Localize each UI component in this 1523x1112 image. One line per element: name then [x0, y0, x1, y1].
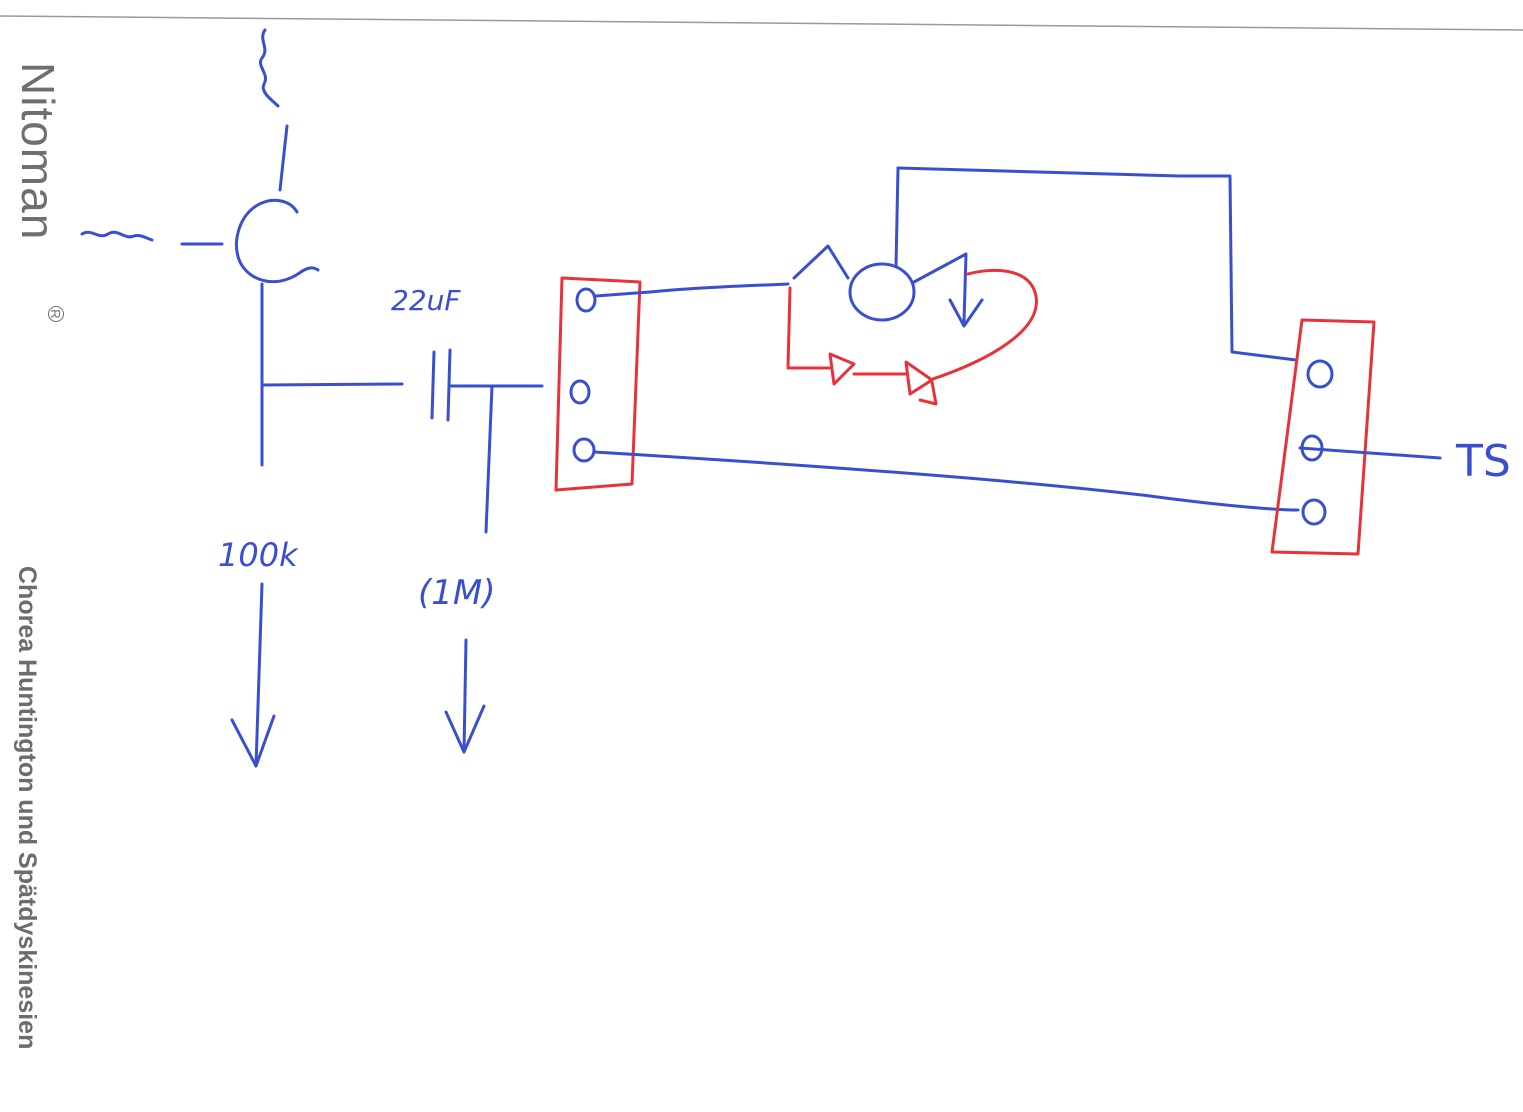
switch-tail — [918, 380, 938, 406]
pot-arrow-down-icon — [948, 298, 984, 328]
switch-loop-wire — [928, 268, 1038, 382]
capacitor-plate-left — [430, 350, 436, 420]
switch-triangle-right-icon — [904, 360, 934, 396]
ground-line-right — [462, 638, 468, 754]
output-label: TS — [1455, 436, 1511, 487]
terminal-left-pin-1 — [575, 287, 597, 313]
wire-squiggle-left — [80, 230, 154, 242]
terminal-left-pin-2 — [569, 379, 591, 405]
pot-wiper-left — [792, 244, 850, 280]
wire-terminal-bottom-link — [592, 450, 1300, 512]
terminal-left-pin-3 — [572, 437, 596, 463]
wire-pot-up — [894, 166, 900, 268]
paper-edge — [0, 15, 1523, 31]
switch-wire-left — [786, 286, 832, 370]
wire-jack-top — [278, 124, 289, 192]
switch-triangle-left-icon — [828, 352, 856, 386]
wire-to-1m-resistor — [484, 384, 494, 534]
terminal-block-left — [554, 276, 642, 492]
terminal-right-pin-3 — [1301, 498, 1327, 526]
terminal-block-right — [1270, 318, 1376, 556]
terminal-right-pin-1 — [1306, 359, 1334, 389]
capacitor-label: 22uF — [391, 284, 461, 317]
ground-arrow-right-icon — [444, 704, 486, 754]
jack-symbol — [235, 198, 320, 284]
wire-terminal-to-pot — [594, 282, 790, 298]
ground-line-left — [254, 582, 264, 768]
brand-subtitle: Chorea Huntington und Spätdyskinesien — [13, 566, 41, 1050]
resistor-100k-label: 100k — [218, 536, 299, 574]
wire-pot-to-right-terminal — [896, 166, 1298, 362]
pot-wiper-right — [912, 252, 968, 324]
ground-arrow-left-icon — [230, 714, 276, 768]
wire-to-output — [1298, 446, 1442, 460]
brand-logo-text: Nitoman — [12, 62, 64, 241]
wire-squiggle-top — [259, 28, 280, 108]
potentiometer-knob — [848, 262, 916, 322]
resistor-1m-label: (1M) — [418, 573, 496, 613]
wire-to-capacitor — [260, 382, 404, 387]
